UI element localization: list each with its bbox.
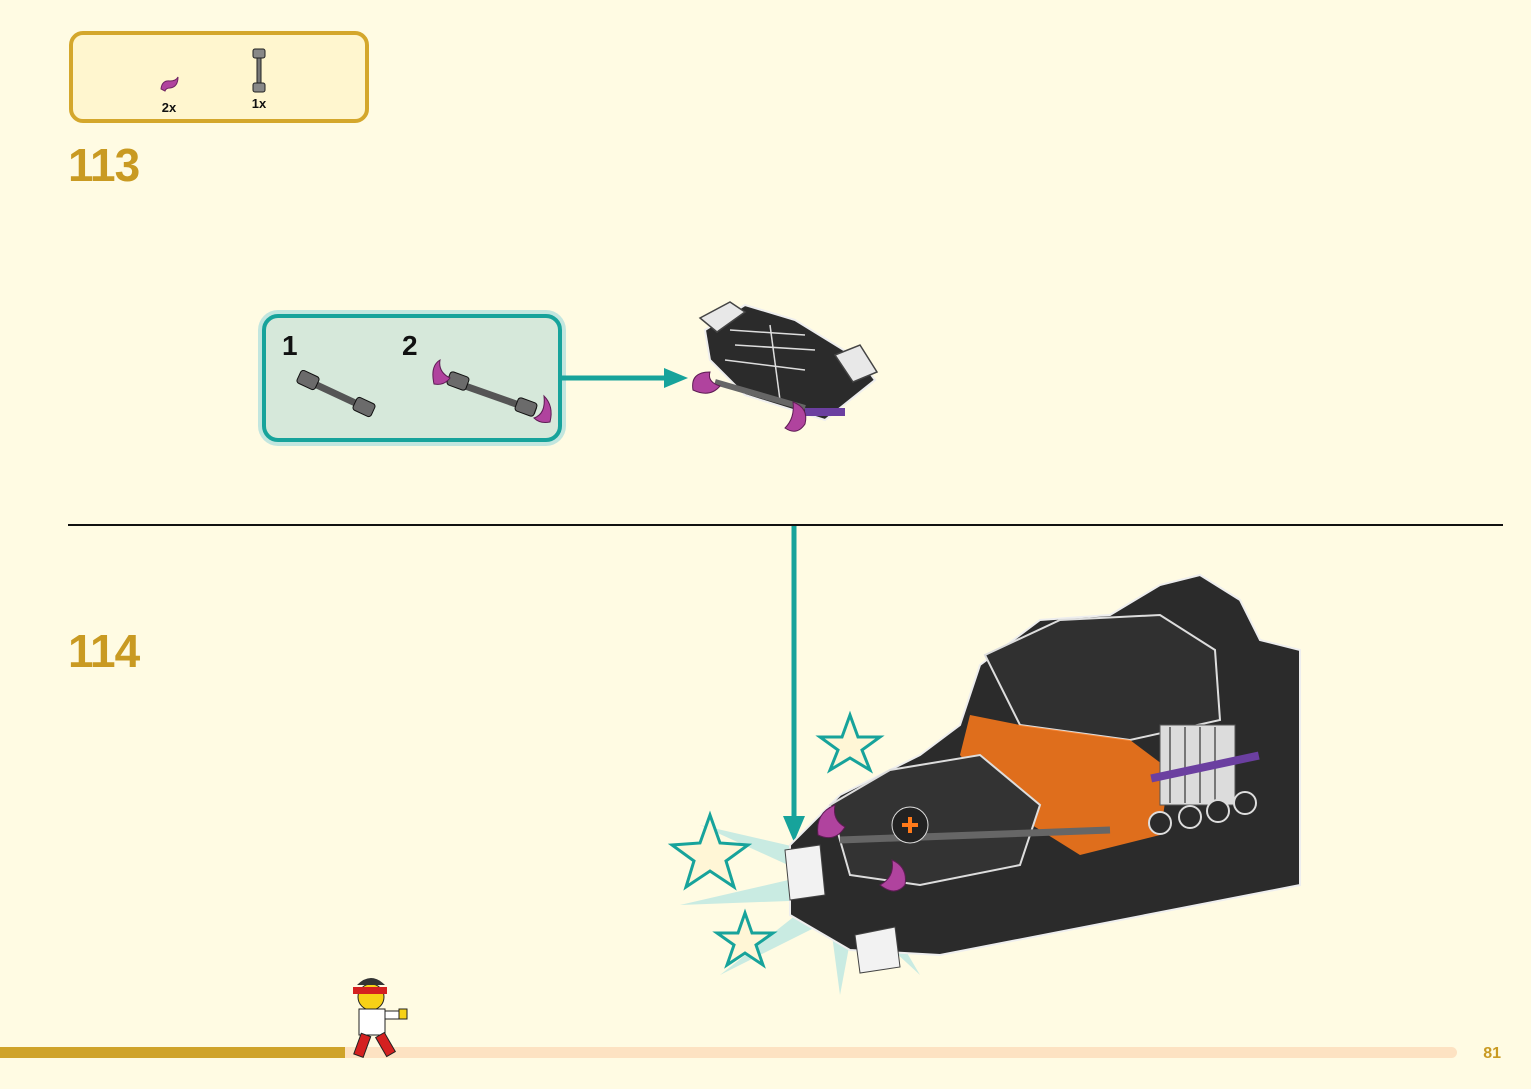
- step-number-113: 113: [68, 138, 139, 192]
- step-114-model-illustration: [640, 555, 1320, 995]
- parts-item-quantity: 1x: [249, 96, 269, 111]
- parts-item-axle: 1x: [249, 45, 269, 111]
- progress-bar-remaining: [345, 1047, 1457, 1058]
- substep-label-1: 1: [282, 330, 298, 362]
- subassembly-callout: 1 2: [262, 314, 562, 442]
- page-number: 81: [1483, 1045, 1501, 1063]
- gray-bar-axle-icon: [249, 45, 269, 95]
- purple-horn-piece-icon: [158, 75, 180, 93]
- step-number-114: 114: [68, 624, 139, 678]
- progress-bar-completed: [0, 1047, 345, 1058]
- parts-item-quantity: 2x: [158, 100, 180, 115]
- arrow-right-icon: [560, 366, 690, 390]
- parts-list-box: 2x 1x: [69, 31, 369, 123]
- axle-with-horns-illustration: [426, 356, 556, 426]
- axle-bar-illustration: [296, 370, 376, 420]
- substep-label-2: 2: [402, 330, 418, 362]
- parts-item-horn: 2x: [158, 75, 180, 115]
- running-minifigure-icon: [335, 975, 415, 1065]
- step-113-model-illustration: [685, 290, 885, 440]
